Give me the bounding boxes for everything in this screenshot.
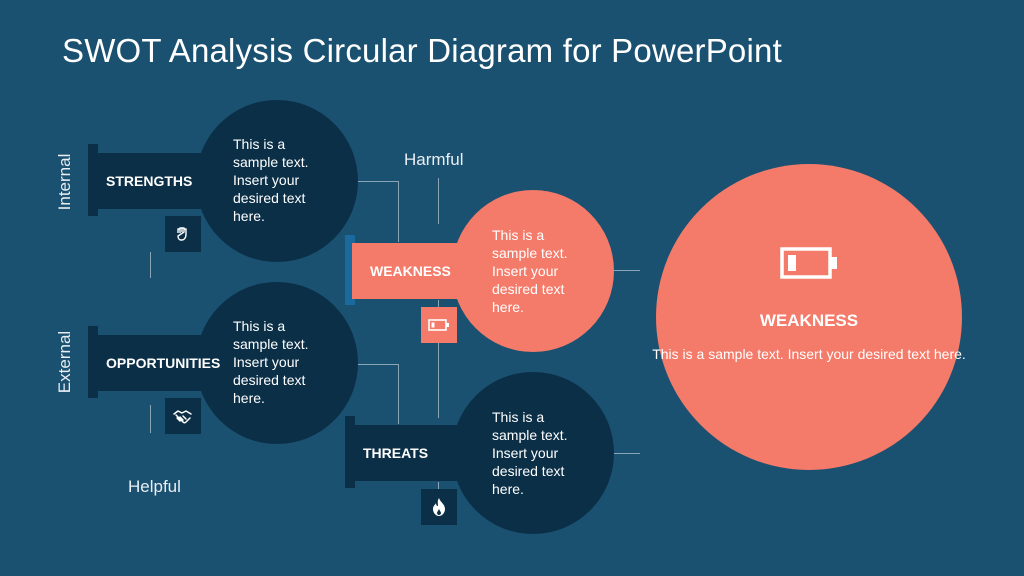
page-title: SWOT Analysis Circular Diagram for Power… — [62, 32, 782, 69]
threats-label: THREATS — [363, 445, 429, 461]
connector-line — [398, 181, 399, 242]
harmful-label: Harmful — [404, 150, 464, 169]
connector-line — [356, 364, 398, 365]
highlight-title: WEAKNESS — [759, 311, 859, 330]
weakness-bar-accent — [345, 235, 355, 305]
low-battery-icon — [421, 307, 457, 343]
connector-line — [438, 300, 439, 418]
connector-line — [150, 252, 151, 278]
threats-bar[interactable]: THREATS — [345, 425, 492, 481]
weakness-text: This is a sample text. Insert your desir… — [492, 227, 568, 315]
weakness-label: WEAKNESS — [370, 263, 451, 279]
strengths-label: STRENGTHS — [106, 173, 193, 189]
fire-icon — [421, 489, 457, 525]
highlight-text: This is a sample text. Insert your desir… — [652, 346, 966, 362]
connector-line — [398, 364, 399, 424]
opportunities-text: This is a sample text. Insert your desir… — [233, 318, 309, 406]
internal-label: Internal — [55, 153, 74, 211]
handshake-icon — [165, 398, 201, 434]
strengths-bar[interactable]: STRENGTHS — [88, 153, 230, 209]
external-label: External — [55, 330, 74, 394]
connector-line — [612, 453, 640, 454]
helpful-label: Helpful — [128, 477, 181, 496]
opportunities-label: OPPORTUNITIES — [106, 355, 221, 371]
threats-text: This is a sample text. Insert your desir… — [492, 409, 568, 497]
connector-line — [150, 405, 151, 433]
strengths-text: This is a sample text. Insert your desir… — [233, 136, 309, 224]
highlight-battery-icon — [780, 246, 840, 285]
connector-line — [612, 270, 640, 271]
highlight-circle — [656, 164, 962, 470]
connector-line — [356, 181, 398, 182]
opportunities-bar[interactable]: OPPORTUNITIES — [88, 335, 230, 391]
weakness-bar[interactable]: WEAKNESS — [352, 243, 492, 299]
connector-line — [438, 178, 439, 224]
raised-fist-icon — [165, 216, 201, 252]
